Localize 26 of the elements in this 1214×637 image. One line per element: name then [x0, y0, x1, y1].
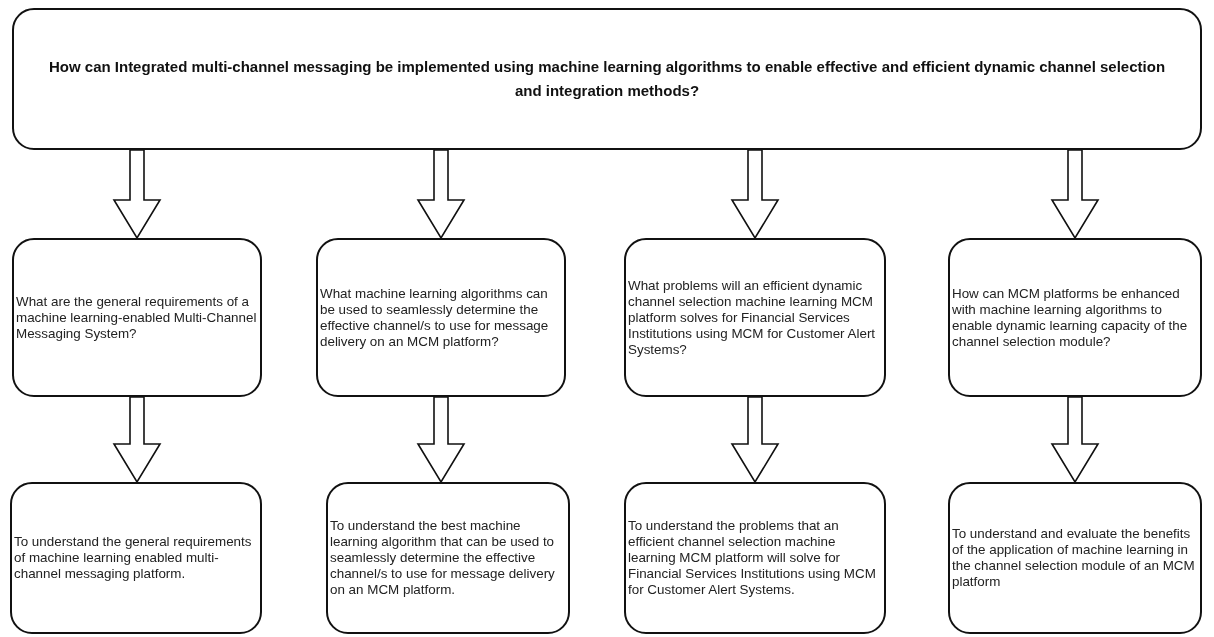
- sub-question-box: [948, 238, 1202, 397]
- objective-box: [10, 482, 262, 634]
- box-text: What are the general requirements of a machine learning-enabled Multi-Channel Messaging System?: [16, 293, 258, 342]
- box-text: To understand and evaluate the benefits of the application of machine learning in the channel selection module of an MCM platform: [952, 526, 1196, 590]
- objective-box: [948, 482, 1202, 634]
- box-text: To understand the general requirements of machine learning enabled multi-channel messaging platform.: [14, 534, 253, 582]
- block-arrow: [730, 396, 780, 484]
- box-text: What problems will an efficient dynamic channel selection machine learning MCM platform solves for Financial Services Institutions using MCM for Customer Alert Systems?: [628, 277, 877, 358]
- box-text: What machine learning algorithms can be used to seamlessly determine the effective channel/s to use for message delivery on an MCM platform?: [320, 285, 550, 350]
- block-arrow: [112, 149, 162, 240]
- objective-box: [326, 482, 570, 634]
- block-arrow: [730, 149, 780, 240]
- box-text: How can MCM platforms be enhanced with machine learning algorithms to enable dynamic learning capacity of the channel selection module?: [952, 285, 1189, 350]
- block-arrow: [1050, 396, 1100, 484]
- block-arrow: [416, 149, 466, 240]
- sub-question-box: [316, 238, 566, 397]
- box-text: To understand the best machine learning algorithm that can be used to seamlessly determine the effective channel/s to use for message delivery on an MCM platform.: [330, 518, 556, 598]
- block-arrow: [416, 396, 466, 484]
- research-question-text: How can Integrated multi-channel messaging be implemented using machine learning algorithms to enable effective and efficient dynamic channel selection and integration methods?: [47, 57, 1167, 101]
- sub-question-box: [12, 238, 262, 397]
- block-arrow: [112, 396, 162, 484]
- box-text: To understand the problems that an efficient channel selection machine learning MCM platform will solve for Financial Services Institutions using MCM for Customer Alert Systems.: [628, 518, 877, 598]
- block-arrow: [1050, 149, 1100, 240]
- objective-box: [624, 482, 886, 634]
- question-box: [12, 8, 1202, 150]
- sub-question-box: [624, 238, 886, 397]
